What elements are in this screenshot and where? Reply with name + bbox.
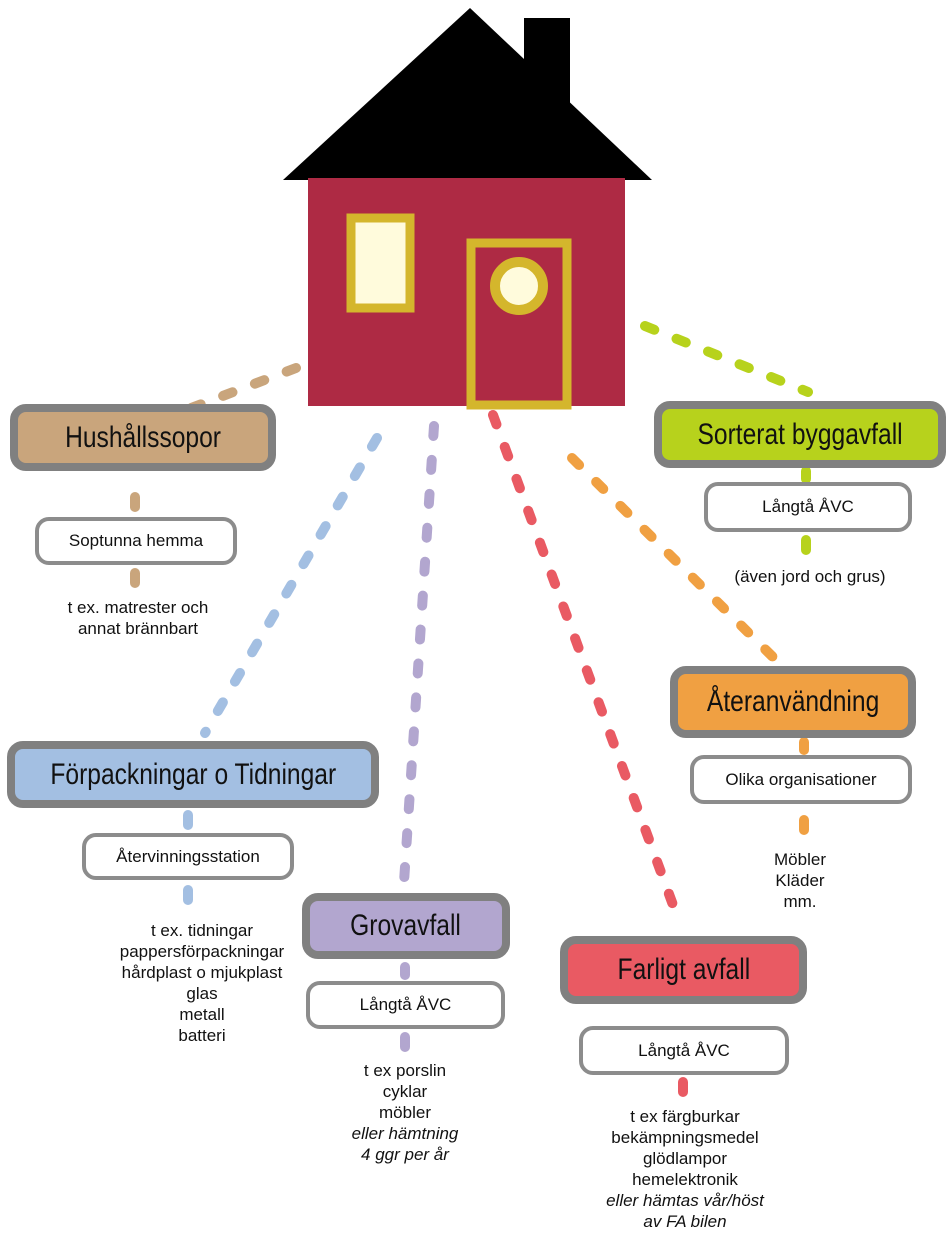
category-grovavfall: Grovavfall: [302, 893, 510, 959]
location-box: Långtå ÅVC: [579, 1026, 789, 1075]
examples-farligt-avfall: t ex färgburkar bekämpningsmedel glödlam…: [565, 1106, 805, 1232]
connector-ateranvandning: [567, 453, 783, 667]
connector-bygg: [640, 321, 813, 397]
category-sorterat-byggavfall: Sorterat byggavfall: [654, 401, 946, 468]
example-item: t ex färgburkar: [630, 1107, 740, 1126]
examples-ateranvandning: Möbler Kläder mm.: [720, 849, 880, 912]
location-box: Soptunna hemma: [35, 517, 237, 565]
example-item: pappersförpackningar: [119, 942, 285, 961]
location-label: Återvinningsstation: [116, 846, 260, 866]
example-item: glödlampor: [642, 1149, 728, 1168]
example-item: hårdplast o mjukplast: [121, 963, 283, 982]
examples-sorterat-byggavfall: (även jord och grus): [700, 566, 920, 587]
example-item: bekämpningsmedel: [611, 1128, 759, 1147]
category-title: Återanvändning: [706, 685, 880, 718]
location-label: Olika organisationer: [725, 769, 877, 789]
connector-forpackningar: [200, 433, 382, 738]
example-item: glas: [186, 984, 218, 1003]
location-box: Långtå ÅVC: [704, 482, 912, 532]
examples-forpackningar: t ex. tidningar pappersförpackningar hår…: [52, 920, 352, 1046]
example-item: Möbler: [774, 850, 826, 869]
example-item: (även jord och grus): [734, 567, 886, 586]
category-forpackningar: Förpackningar o Tidningar: [7, 741, 379, 808]
location-label: Soptunna hemma: [68, 531, 204, 550]
category-title: Grovavfall: [350, 909, 462, 942]
example-item: mm.: [783, 892, 817, 911]
chimney-icon: [524, 18, 570, 138]
examples-hushallssopor: t ex. matrester och annat brännbart: [15, 597, 261, 639]
category-title: Förpackningar o Tidningar: [50, 757, 336, 791]
window-icon: [346, 213, 415, 313]
connector-farligt: [488, 410, 685, 929]
location-box: Långtå ÅVC: [306, 981, 505, 1029]
example-item: möbler: [379, 1103, 431, 1122]
examples-grovavfall: t ex porslin cyklar möbler eller hämtnin…: [305, 1060, 505, 1165]
example-item: cyklar: [382, 1082, 428, 1101]
connector-grovavfall: [399, 421, 439, 887]
location-label: Långtå ÅVC: [762, 497, 854, 516]
category-ateranvandning: Återanvändning: [670, 666, 916, 738]
house-illustration: [283, 8, 652, 410]
location-label: Långtå ÅVC: [359, 995, 452, 1014]
category-farligt-avfall: Farligt avfall: [560, 936, 807, 1004]
example-item: hemelektronik: [632, 1170, 738, 1189]
example-item: t ex porslin: [363, 1061, 447, 1080]
example-item-italic: av FA bilen: [643, 1212, 727, 1231]
door-window-icon: [490, 257, 548, 315]
example-item: batteri: [178, 1026, 226, 1045]
category-title: Hushållssopor: [65, 420, 221, 454]
category-hushallssopor: Hushållssopor: [10, 404, 276, 471]
example-item-italic: 4 ggr per år: [361, 1145, 449, 1164]
example-item: annat brännbart: [77, 619, 199, 638]
example-item: Kläder: [775, 871, 825, 890]
example-item: metall: [179, 1005, 225, 1024]
location-box: Återvinningsstation: [82, 833, 294, 880]
example-item: t ex. tidningar: [150, 921, 254, 940]
example-item: t ex. matrester och: [67, 598, 209, 617]
location-box: Olika organisationer: [690, 755, 912, 804]
category-title: Sorterat byggavfall: [697, 417, 903, 451]
category-title: Farligt avfall: [617, 953, 750, 986]
connector-lines: [130, 321, 813, 1102]
location-label: Långtå ÅVC: [638, 1040, 730, 1060]
example-item-italic: eller hämtas vår/höst: [606, 1191, 764, 1210]
roof-icon: [283, 8, 652, 180]
example-item-italic: eller hämtning: [351, 1124, 459, 1143]
